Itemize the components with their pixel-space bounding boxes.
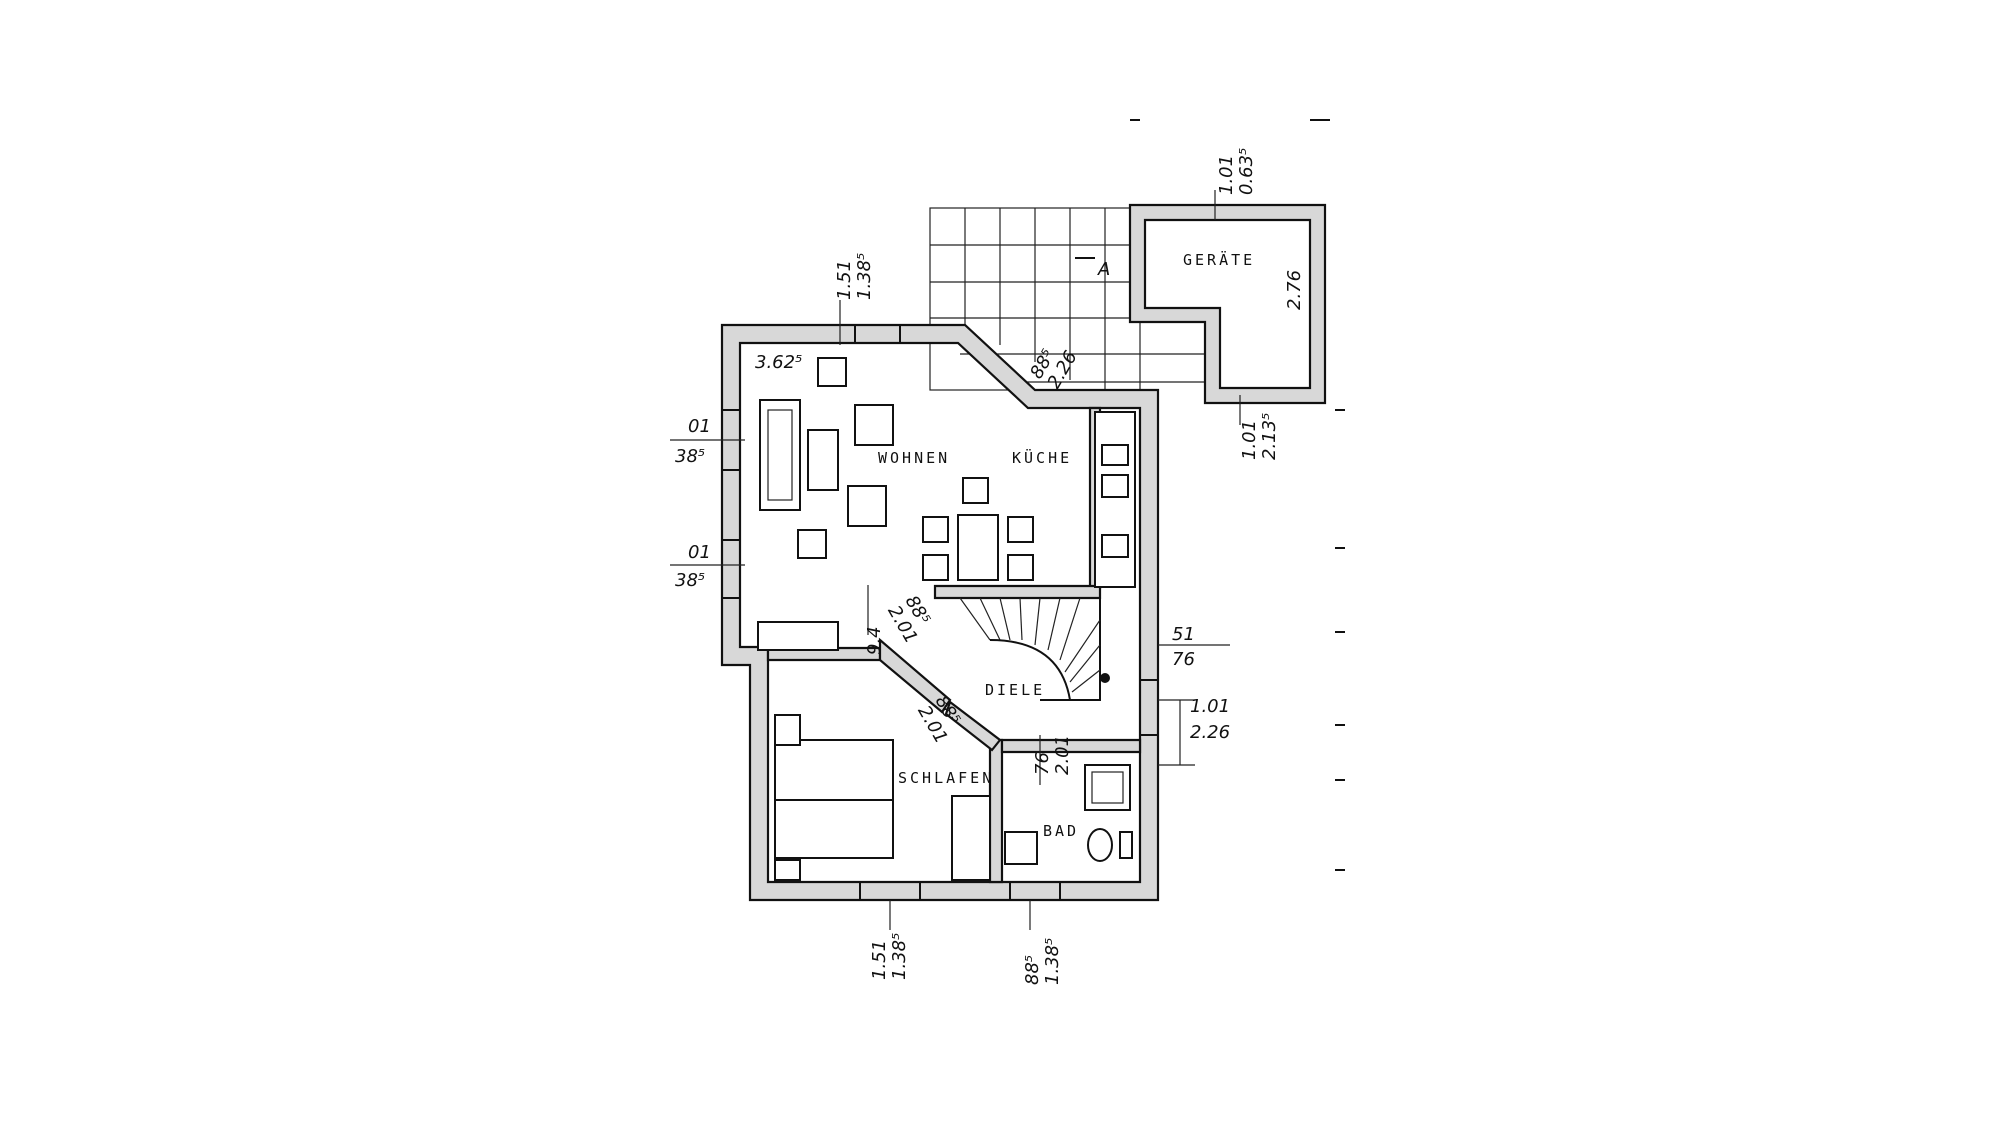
svg-text:1.51: 1.51 [834, 260, 855, 300]
svg-text:01: 01 [688, 416, 711, 437]
svg-text:1.38⁵: 1.38⁵ [854, 253, 875, 300]
svg-text:01: 01 [688, 542, 711, 563]
window-marks [722, 325, 1158, 900]
dim-geraete-top: 1.01 0.63⁵ [1216, 148, 1257, 195]
svg-text:1.01: 1.01 [1239, 420, 1260, 460]
dim-bad-door: 76 2.01 [1032, 735, 1073, 775]
dim-diele-door-1: 9.4 [864, 626, 885, 655]
dim-diele-door-2: 88⁵ 2.01 [913, 692, 964, 747]
kitchen-counter [1094, 411, 1136, 588]
svg-text:9.4: 9.4 [864, 626, 885, 655]
geraete-walls [1128, 203, 1327, 405]
dim-bottom-window-1: 1.51 1.38⁵ [869, 933, 910, 980]
svg-text:2.26: 2.26 [1190, 722, 1230, 743]
room-label-diele: DIELE [985, 681, 1045, 699]
svg-text:51: 51 [1172, 624, 1195, 645]
svg-text:2.13⁵: 2.13⁵ [1259, 413, 1280, 460]
edge-marks [1130, 119, 1345, 871]
dim-top-window: 1.51 1.38⁵ [834, 253, 875, 300]
room-label-wohnen: WOHNEN [878, 449, 950, 467]
svg-text:0.63⁵: 0.63⁵ [1236, 148, 1257, 195]
svg-text:38⁵: 38⁵ [675, 570, 705, 591]
svg-text:1.51: 1.51 [869, 940, 890, 980]
bedroom-furniture [774, 714, 991, 881]
svg-text:1.38⁵: 1.38⁵ [889, 933, 910, 980]
bathroom-fixtures [1004, 764, 1133, 865]
dim-left-window-1: 01 38⁵ [675, 416, 711, 467]
dim-geraete-bottom: 1.01 2.13⁵ [1239, 413, 1280, 460]
room-label-bad: BAD [1043, 822, 1079, 840]
dim-left-window-2: 01 38⁵ [675, 542, 711, 591]
house-walls [720, 323, 1160, 902]
dim-bottom-window-2: 88⁵ 1.38⁵ [1022, 938, 1063, 985]
svg-text:76: 76 [1032, 752, 1053, 775]
dim-diele-right-2: 1.01 2.26 [1190, 696, 1230, 743]
dimension-lines [670, 190, 1241, 930]
svg-text:1.01: 1.01 [1190, 696, 1230, 717]
room-label-schlafen: SCHLAFEN [898, 769, 994, 787]
svg-text:38⁵: 38⁵ [675, 446, 705, 467]
dim-geraete-right: 2.76 [1284, 270, 1305, 310]
room-label-kueche: KÜCHE [1012, 448, 1072, 467]
terrace-mark: A [1097, 259, 1110, 280]
svg-text:1.01: 1.01 [1216, 155, 1237, 195]
dim-diele-right-1: 51 76 [1172, 624, 1195, 670]
svg-text:1.38⁵: 1.38⁵ [1042, 938, 1063, 985]
svg-text:88⁵: 88⁵ [1022, 955, 1043, 985]
dim-corner: 3.62⁵ [755, 352, 802, 373]
svg-text:76: 76 [1172, 649, 1195, 670]
svg-text:2.01: 2.01 [1052, 735, 1073, 775]
dim-diele-door-1b: 88⁵ 2.01 [883, 592, 934, 647]
staircase [940, 597, 1110, 701]
living-furniture [757, 357, 1034, 651]
svg-text:2.76: 2.76 [1284, 270, 1305, 310]
room-label-geraete: GERÄTE [1183, 250, 1255, 269]
